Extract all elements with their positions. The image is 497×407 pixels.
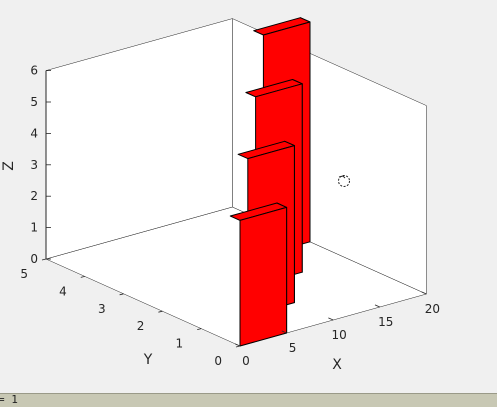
z-tick-label: 4 <box>30 126 38 140</box>
x-tick-mark <box>234 343 241 347</box>
status-bar: = 1 <box>0 393 497 407</box>
y-tick-mark <box>80 276 85 278</box>
axes-box <box>45 18 428 347</box>
y-tick-label: 2 <box>137 319 145 333</box>
z-tick-label: 3 <box>30 158 38 172</box>
y-tick-mark <box>119 293 124 296</box>
y-axis-label: Y <box>143 352 153 368</box>
z-tick-label: 0 <box>30 252 38 266</box>
x-tick-label: 10 <box>332 328 347 342</box>
y-tick-label: 0 <box>214 354 222 368</box>
z-tick-label: 2 <box>30 189 38 203</box>
x-axis-label: X <box>332 357 342 373</box>
status-text: = 1 <box>0 393 18 406</box>
z-tick-label: 5 <box>30 95 38 109</box>
x-tick-mark <box>374 304 380 308</box>
x-tick-label: 20 <box>425 302 440 316</box>
y-tick-label: 5 <box>20 267 28 281</box>
x-tick-label: 0 <box>242 354 250 368</box>
bar-slab <box>229 202 288 347</box>
x-tick-label: 5 <box>289 341 297 355</box>
y-tick-mark <box>197 328 202 330</box>
z-tick-label: 6 <box>30 64 38 78</box>
x-tick-label: 15 <box>378 315 393 329</box>
y-tick-label: 3 <box>98 302 106 316</box>
x-tick-mark <box>328 317 334 321</box>
y-tick-label: 4 <box>59 284 67 298</box>
y-tick-label: 1 <box>176 337 184 351</box>
bar-front-face <box>239 206 288 347</box>
y-tick-mark <box>235 345 241 348</box>
y-tick-mark <box>41 258 47 261</box>
z-axis-label: Z <box>1 161 17 171</box>
y-tick-mark <box>158 310 163 313</box>
wait-cursor-icon <box>338 175 350 187</box>
z-tick-label: 1 <box>30 221 38 235</box>
bars-layer <box>229 17 311 347</box>
x-tick-mark <box>281 330 287 334</box>
x-tick-mark <box>421 291 427 295</box>
